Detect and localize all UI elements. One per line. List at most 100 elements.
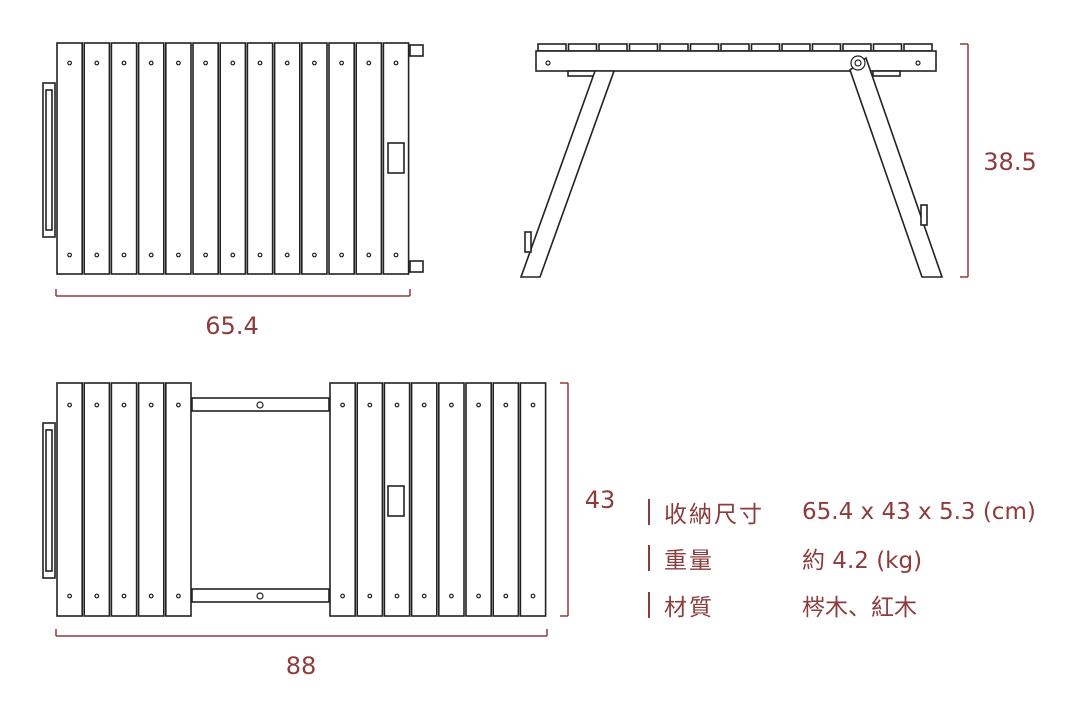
screw-hole bbox=[94, 402, 100, 408]
rail-bolt bbox=[256, 401, 264, 409]
leg-left bbox=[519, 70, 616, 278]
screw-hole bbox=[394, 593, 400, 599]
spec-row-weight: 重量 約 4.2 (kg) bbox=[648, 541, 922, 575]
screw-hole bbox=[340, 402, 346, 408]
screw-hole bbox=[284, 252, 290, 258]
slat bbox=[273, 42, 301, 275]
slat bbox=[165, 382, 192, 617]
screw-hole bbox=[257, 252, 263, 258]
screw-hole bbox=[915, 60, 921, 66]
spec-value: 約 4.2 (kg) bbox=[802, 548, 923, 574]
screw-hole bbox=[148, 593, 154, 599]
screw-hole bbox=[121, 402, 127, 408]
hinge-tab bbox=[409, 44, 424, 57]
screw-hole bbox=[545, 60, 551, 66]
spec-label: 材質 bbox=[664, 595, 714, 621]
slat bbox=[328, 42, 356, 275]
slat-edge bbox=[598, 43, 628, 52]
spec-divider bbox=[648, 499, 650, 525]
leg-right bbox=[849, 56, 944, 278]
slat-edge bbox=[567, 43, 598, 52]
slat-edge bbox=[659, 43, 689, 52]
slat bbox=[410, 382, 438, 617]
screw-hole bbox=[284, 60, 290, 66]
spec-label: 收納尺寸 bbox=[664, 502, 764, 528]
slat-edge bbox=[903, 43, 933, 52]
screw-hole bbox=[94, 593, 100, 599]
spec-row-material: 材質 梣木、紅木 bbox=[648, 588, 917, 622]
slat bbox=[110, 382, 138, 617]
screw-hole bbox=[257, 60, 263, 66]
slat-edge bbox=[811, 43, 842, 52]
screw-hole bbox=[339, 252, 345, 258]
screw-hole bbox=[449, 593, 454, 599]
screw-hole bbox=[393, 252, 399, 258]
slat-edge bbox=[537, 43, 567, 52]
slat-edge bbox=[750, 43, 781, 52]
screw-hole bbox=[121, 593, 127, 599]
handle-bracket-inner bbox=[45, 89, 53, 231]
leg-pad bbox=[567, 70, 596, 77]
screw-hole bbox=[121, 60, 127, 66]
screw-hole bbox=[366, 60, 372, 66]
spec-divider bbox=[648, 545, 650, 571]
screw-hole bbox=[394, 402, 400, 408]
screw-hole bbox=[367, 593, 373, 599]
dimension-top-width: 65.4 bbox=[205, 312, 259, 340]
screw-hole bbox=[503, 593, 509, 599]
screw-hole bbox=[175, 252, 181, 258]
pivot-bolt-center bbox=[854, 59, 862, 67]
slat bbox=[219, 42, 247, 275]
handle-slot bbox=[387, 485, 405, 517]
slat-edge bbox=[842, 43, 872, 52]
screw-hole bbox=[148, 402, 154, 408]
screw-hole bbox=[421, 402, 427, 408]
spec-label: 重量 bbox=[664, 548, 714, 574]
slat bbox=[56, 382, 84, 617]
screw-hole bbox=[476, 593, 482, 599]
spec-value: 65.4 x 43 x 5.3 (cm) bbox=[802, 499, 1036, 525]
screw-hole bbox=[312, 252, 317, 258]
screw-hole bbox=[94, 252, 100, 258]
screw-hole bbox=[366, 252, 372, 258]
side-rail bbox=[535, 50, 937, 72]
screw-hole bbox=[121, 252, 127, 258]
rail-bolt bbox=[256, 592, 264, 600]
slat bbox=[83, 382, 111, 617]
leg-pad bbox=[872, 70, 901, 77]
dimension-side-height: 38.5 bbox=[983, 148, 1037, 176]
spec-value: 梣木、紅木 bbox=[802, 595, 917, 621]
screw-hole bbox=[367, 402, 373, 408]
slat bbox=[300, 42, 328, 275]
screw-hole bbox=[449, 402, 454, 408]
slat bbox=[56, 42, 84, 275]
screw-hole bbox=[230, 252, 236, 258]
screw-hole bbox=[312, 60, 317, 66]
slat bbox=[519, 382, 547, 617]
screw-hole bbox=[67, 402, 72, 408]
screw-hole bbox=[340, 593, 346, 599]
spec-row-size: 收納尺寸 65.4 x 43 x 5.3 (cm) bbox=[648, 495, 1036, 529]
slat-edge bbox=[781, 43, 811, 52]
spec-divider bbox=[648, 592, 650, 618]
screw-hole bbox=[503, 402, 509, 408]
screw-hole bbox=[175, 402, 181, 408]
leg-stopper bbox=[524, 231, 532, 253]
screw-hole bbox=[148, 252, 154, 258]
handle-slot bbox=[387, 142, 405, 174]
handle-bracket-inner bbox=[45, 429, 53, 572]
screw-hole bbox=[175, 593, 181, 599]
screw-hole bbox=[339, 60, 345, 66]
slat-edge bbox=[720, 43, 750, 52]
slat bbox=[137, 382, 165, 617]
screw-hole bbox=[67, 252, 72, 258]
screw-hole bbox=[203, 60, 209, 66]
slat bbox=[465, 382, 493, 617]
slat bbox=[355, 42, 383, 275]
dimension-open-width: 88 bbox=[285, 652, 317, 680]
screw-hole bbox=[94, 60, 100, 66]
slat bbox=[165, 42, 192, 275]
slat-edge bbox=[689, 43, 720, 52]
screw-hole bbox=[421, 593, 427, 599]
